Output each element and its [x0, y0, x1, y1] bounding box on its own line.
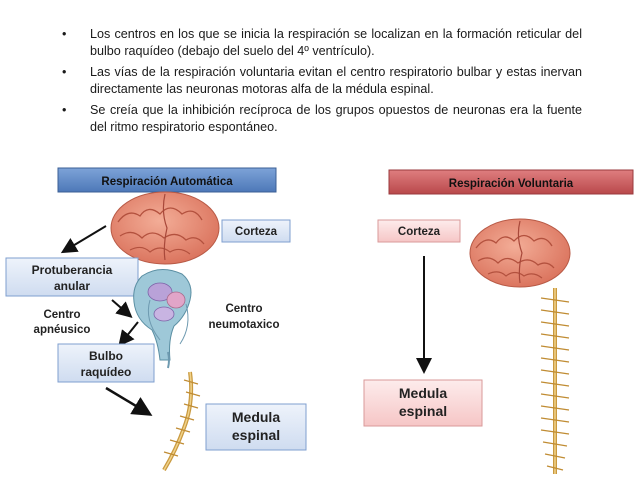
- neumotaxico-label: Centro neumotaxico: [209, 303, 280, 331]
- brain-icon: [110, 191, 220, 265]
- bullet-item: •Las vías de la respiración voluntaria e…: [62, 65, 582, 96]
- svg-text:Centro: Centro: [43, 309, 80, 321]
- auto-medula-box: Medula espinal: [205, 403, 307, 451]
- arrow-to-bulbo: [118, 321, 139, 347]
- brain-icon: [469, 218, 571, 288]
- svg-text:Bulbo: Bulbo: [89, 349, 123, 363]
- spinal-cord-icon: [540, 288, 570, 474]
- svg-text:espinal: espinal: [232, 427, 280, 443]
- auto-corteza-box: Corteza: [221, 219, 291, 243]
- bullet-item: •Los centros en los que se inicia la res…: [62, 27, 582, 58]
- apneusico-label: Centro apnéusico: [34, 309, 91, 336]
- vol-header: Respiración Voluntaria: [388, 169, 634, 195]
- svg-text:Protuberancia: Protuberancia: [32, 263, 113, 277]
- bulbo-box: Bulbo raquídeo: [57, 343, 155, 383]
- vol-corteza-box: Corteza: [377, 219, 461, 243]
- arrow-to-apneusico: [111, 299, 133, 318]
- svg-text:anular: anular: [54, 279, 90, 293]
- svg-text:apnéusico: apnéusico: [34, 324, 91, 336]
- svg-text:Medula: Medula: [232, 409, 280, 425]
- svg-text:Centro: Centro: [225, 303, 262, 315]
- svg-text:Medula: Medula: [399, 385, 447, 401]
- svg-text:espinal: espinal: [399, 403, 447, 419]
- bullet-item: •Se creía que la inhibición recíproca de…: [62, 103, 582, 134]
- brainstem-icon: [133, 269, 192, 369]
- svg-text:neumotaxico: neumotaxico: [209, 319, 280, 331]
- arrow-brain-to-protuberancia: [60, 225, 107, 254]
- svg-text:Respiración Voluntaria: Respiración Voluntaria: [449, 178, 574, 190]
- bullet-list: •Los centros en los que se inicia la res…: [62, 26, 582, 140]
- auto-header: Respiración Automática: [57, 167, 277, 193]
- vol-medula-box: Medula espinal: [363, 379, 483, 427]
- spinal-cord-icon: [162, 371, 201, 472]
- svg-text:raquídeo: raquídeo: [81, 365, 132, 379]
- protuberancia-box: Protuberancia anular: [5, 257, 139, 297]
- arrow-to-auto-medula: [105, 386, 153, 416]
- svg-text:Corteza: Corteza: [398, 226, 441, 238]
- svg-text:Corteza: Corteza: [235, 226, 278, 238]
- svg-text:Respiración Automática: Respiración Automática: [101, 176, 233, 188]
